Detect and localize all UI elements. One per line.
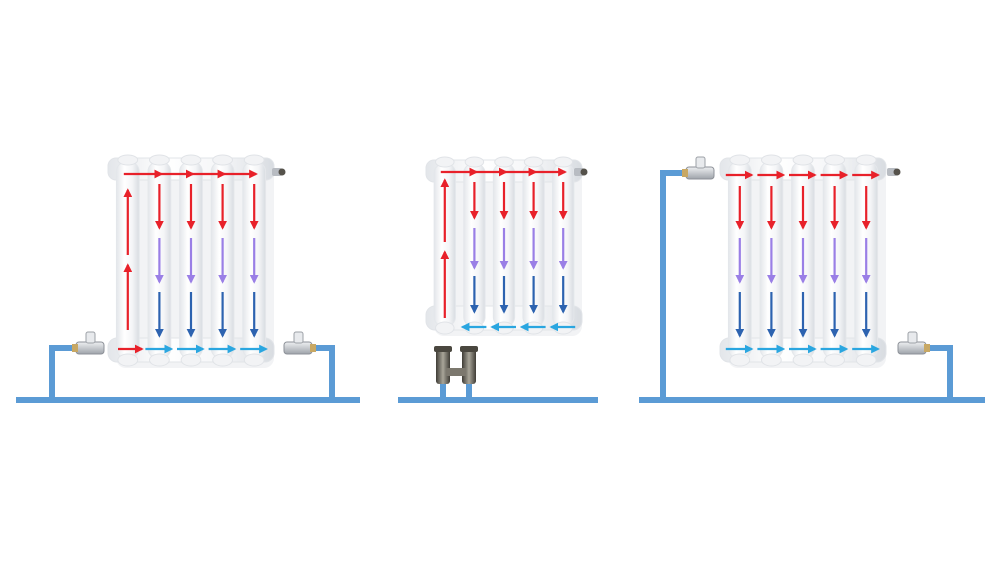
valve-right-nut bbox=[460, 346, 478, 352]
radiator-section-cap bbox=[212, 154, 233, 166]
radiator-section-cap bbox=[761, 154, 782, 166]
ball-valve-icon bbox=[897, 331, 930, 355]
radiator-section-cap bbox=[243, 154, 265, 166]
valve-fitting bbox=[682, 169, 688, 177]
air-vent-icon bbox=[574, 168, 588, 176]
valve-handle bbox=[907, 331, 918, 344]
air-vent-knob bbox=[580, 168, 588, 176]
air-vent-knob bbox=[278, 168, 286, 176]
radiator-section-foot bbox=[212, 353, 233, 367]
radiator-section-foot bbox=[117, 353, 139, 367]
air-vent-icon bbox=[272, 168, 286, 176]
radiator-section-cap bbox=[435, 156, 455, 168]
radiator-section-foot bbox=[180, 353, 202, 367]
radiator-section-cap bbox=[523, 156, 544, 168]
valve-left-nut bbox=[434, 346, 452, 352]
valve-handle bbox=[85, 331, 96, 344]
radiator-section-cap bbox=[553, 156, 573, 168]
valve-handle bbox=[293, 331, 304, 344]
valves-layer bbox=[72, 156, 930, 384]
valve-right-stem bbox=[462, 348, 476, 384]
radiator-section-foot bbox=[761, 353, 782, 367]
ball-valve-icon bbox=[682, 156, 715, 180]
radiator-section-foot bbox=[729, 353, 751, 367]
radiator-section-foot bbox=[855, 353, 877, 367]
valve-bridge bbox=[446, 368, 466, 376]
radiator-section-cap bbox=[180, 154, 202, 166]
valve-left-stem bbox=[436, 348, 450, 384]
valve-fitting bbox=[72, 344, 78, 352]
ball-valve-icon bbox=[72, 331, 105, 355]
double-valve-icon bbox=[434, 346, 478, 384]
air-vent-knob bbox=[893, 168, 901, 176]
valve-body bbox=[283, 341, 313, 355]
diagram-3-pipes bbox=[639, 170, 985, 403]
radiator-section-foot bbox=[149, 353, 170, 367]
radiator-section-cap bbox=[729, 154, 751, 166]
valve-fitting bbox=[310, 344, 316, 352]
valve-fitting bbox=[924, 344, 930, 352]
radiator-section-cap bbox=[824, 154, 845, 166]
radiator-section-cap bbox=[494, 156, 514, 168]
radiators-layer bbox=[107, 154, 887, 368]
radiator-section-cap bbox=[149, 154, 170, 166]
radiator-section-cap bbox=[855, 154, 877, 166]
radiator-section-foot bbox=[824, 353, 845, 367]
radiator-section-foot bbox=[792, 353, 814, 367]
valve-body bbox=[685, 166, 715, 180]
radiator-section-cap bbox=[117, 154, 139, 166]
radiator-section-foot bbox=[435, 321, 455, 335]
valve-handle bbox=[695, 156, 706, 169]
radiator-section-foot bbox=[243, 353, 265, 367]
supply-pipe bbox=[660, 170, 690, 397]
diagram-2-pipes bbox=[398, 380, 598, 403]
radiator-section-cap bbox=[792, 154, 814, 166]
radiator-section-cap bbox=[464, 156, 485, 168]
valve-body bbox=[897, 341, 927, 355]
ball-valve-icon bbox=[283, 331, 316, 355]
air-vent-icon bbox=[887, 168, 901, 176]
return-pipe bbox=[298, 345, 335, 397]
return-pipe bbox=[925, 345, 953, 397]
supply-pipe bbox=[49, 345, 88, 397]
flow-arrows-layer bbox=[118, 167, 880, 354]
valve-body bbox=[75, 341, 105, 355]
